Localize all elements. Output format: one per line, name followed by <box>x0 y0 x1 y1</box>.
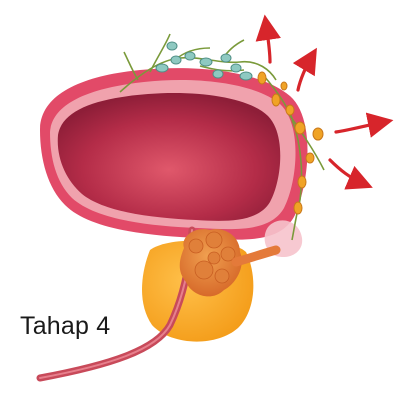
arrow-icon <box>255 14 281 64</box>
lymph-nodes <box>155 41 253 81</box>
arrow-icon <box>292 47 317 92</box>
tumor-extension-channel <box>231 245 281 267</box>
bladder-lumen <box>57 92 281 221</box>
stage-label: Tahap 4 <box>20 312 111 340</box>
arrow-icon <box>334 112 394 138</box>
arrow-icon <box>328 158 373 190</box>
spread-arrows <box>255 14 394 190</box>
tumor-nodules <box>188 231 236 284</box>
metastatic-nodes <box>257 71 324 215</box>
